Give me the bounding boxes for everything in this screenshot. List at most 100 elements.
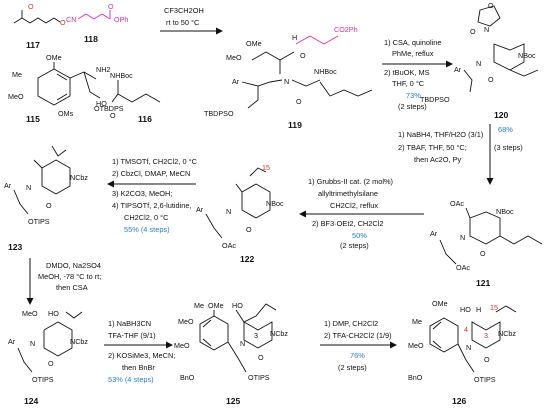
step5-yield: 55% (4 steps)	[124, 225, 170, 234]
compound-125: Me MeO MeO BnO OMe HO NCbz 3 N O OTIPS 1…	[174, 301, 288, 406]
label-119: 119	[288, 120, 302, 130]
atom-o-116: O	[110, 111, 116, 120]
compound-118: CN O OPh 118	[66, 2, 128, 44]
step-3: 1) NaBH4, THF/H2O (3/1) 2) TBAF, THF, 50…	[398, 124, 523, 185]
step5-line5: CH2Cl2, 0 °C	[124, 213, 169, 222]
step-2: 1) CSA, quinoline PhMe, reflux 2) tBuOK,…	[382, 38, 453, 111]
atom-n-124: N	[30, 339, 35, 348]
atom-tbdpso-120: TBDPSO	[420, 95, 450, 104]
compound-117: O O 117	[13, 2, 66, 50]
atom-3-125: 3	[254, 331, 258, 340]
atom-n-126: N	[466, 343, 471, 352]
atom-ar-124: Ar	[8, 337, 16, 346]
atom-oac-121b: OAc	[456, 263, 470, 272]
atom-o-120b: O	[470, 27, 476, 36]
step3-line3: then Ac2O, Py	[414, 155, 462, 164]
step4-line1: 1) Grubbs-II cat. (2 mol%)	[308, 177, 393, 186]
step-1: CF3CH2OH rt to 50 °C	[160, 6, 223, 35]
atom-4-126: 4	[464, 325, 468, 334]
label-116: 116	[138, 114, 152, 124]
compound-119: MeO OMe H CO2Ph O N Ar TBDPSO O NHBoc 11…	[204, 25, 373, 130]
atom-ar-121: Ar	[430, 229, 438, 238]
atom-ome-115: OMe	[46, 53, 62, 62]
step-7: 1) NaBH3CN TFA-THF (9/1) 2) KOSiMe3, MeC…	[104, 319, 175, 384]
atom-o-121: O	[480, 249, 486, 258]
atom-meo-119: MeO	[226, 53, 242, 62]
step1-line2: rt to 50 °C	[166, 18, 200, 27]
step-8: 1) DMP, CH2Cl2 2) TFA-CH2Cl2 (1/9) 76% (…	[320, 319, 397, 372]
atom-otips-124: OTIPS	[32, 375, 54, 384]
atom-oac-122: OAc	[222, 241, 236, 250]
label-124: 124	[24, 396, 39, 406]
atom-nhboc-119: NHBoc	[314, 67, 337, 76]
atom-meo-115: MeO	[8, 92, 24, 101]
atom-15-126: 15	[490, 303, 498, 312]
atom-me-126: Me	[412, 317, 422, 326]
atom-n-123: N	[26, 183, 31, 192]
label-115: 115	[26, 114, 40, 124]
atom-h-126: H	[476, 305, 481, 314]
atom-3-126: 3	[484, 331, 488, 340]
compound-115: OMe Me MeO OMs NH2 OTBDPS 115	[8, 53, 124, 124]
atom-nh2-115: NH2	[96, 65, 110, 74]
step-6: DMDO, Na2SO4 MeOH, -78 °C to rt; then CS…	[26, 258, 101, 305]
step6-line3: then CSA	[56, 283, 88, 292]
atom-15-122: 15	[262, 163, 270, 172]
atom-nboc-120: NBoc	[518, 51, 536, 60]
step3-yield: 68%	[498, 125, 513, 134]
step4-steps: (2 steps)	[340, 241, 369, 250]
atom-o-124: O	[48, 359, 54, 368]
step1-line1: CF3CH2OH	[164, 6, 204, 15]
atom-o-119b: O	[296, 97, 302, 106]
atom-o-117: O	[60, 18, 66, 27]
step8-steps: (2 steps)	[338, 363, 367, 372]
atom-o-125: O	[258, 353, 264, 362]
compound-122: 15 NBoc N O Ar OAc 122	[196, 163, 284, 264]
label-118: 118	[84, 34, 98, 44]
step2-line3: 2) tBuOK, MS	[384, 68, 430, 77]
atom-cn-118: CN	[66, 15, 76, 24]
atom-ar-123: Ar	[4, 181, 12, 190]
step5-line1: 1) TMSOTf, CH2Cl2, 0 °C	[112, 157, 198, 166]
label-122: 122	[240, 254, 255, 264]
atom-ar-122: Ar	[196, 205, 204, 214]
atom-ncbz-125: NCbz	[270, 329, 288, 338]
atom-ar-120: Ar	[454, 65, 462, 74]
atom-ncbz-126: NCbz	[498, 329, 516, 338]
step3-line1: 1) NaBH4, THF/H2O (3/1)	[398, 130, 483, 139]
atom-o-117b: O	[28, 2, 34, 11]
atom-ome-125: OMe	[208, 301, 224, 310]
atom-otbdps-115: OTBDPS	[94, 104, 124, 113]
compound-120: O O N NBoc O N Ar TBDPSO 120	[420, 1, 539, 120]
atom-nboc-121: NBoc	[496, 207, 514, 216]
atom-tbdpso-119: TBDPSO	[204, 109, 234, 118]
step8-yield: 76%	[350, 351, 365, 360]
step6-line1: DMDO, Na2SO4	[46, 261, 101, 270]
atom-otips-123: OTIPS	[28, 217, 50, 226]
atom-meo-125b: MeO	[174, 341, 190, 350]
atom-ome-119: OMe	[246, 39, 262, 48]
step5-line4: 4) TIPSOTf, 2,6-lutidine,	[112, 201, 192, 210]
atom-o-120c: O	[488, 75, 494, 84]
label-123: 123	[8, 242, 23, 252]
atom-n-121: N	[460, 233, 465, 242]
atom-o-123: O	[46, 201, 52, 210]
label-120: 120	[494, 110, 509, 120]
compound-123: NCbz N O Ar OTIPS 123	[4, 145, 88, 252]
step4-line4: 2) BF3·OEt2, CH2Cl2	[312, 219, 383, 228]
compound-121: OAc NBoc N O Ar OAc 121	[430, 199, 543, 288]
atom-me-115: Me	[12, 70, 22, 79]
atom-ncbz-123: NCbz	[70, 173, 88, 182]
atom-nboc-122: NBoc	[266, 199, 284, 208]
atom-ho-116: HO	[96, 99, 107, 108]
step-5: 1) TMSOTf, CH2Cl2, 0 °C 2) CbzCl, DMAP, …	[107, 157, 198, 234]
atom-oms-115: OMs	[58, 109, 74, 118]
step2-steps: (2 steps)	[398, 102, 427, 111]
step2-line4: THF, 0 °C	[392, 79, 425, 88]
step-4: 1) Grubbs-II cat. (2 mol%) allyltrimethy…	[299, 177, 424, 250]
atom-meo-125a: MeO	[178, 317, 194, 326]
atom-n-119: N	[284, 77, 289, 86]
atom-otips-125: OTIPS	[248, 373, 270, 382]
step6-line2: MeOH, -78 °C to rt;	[38, 272, 101, 281]
